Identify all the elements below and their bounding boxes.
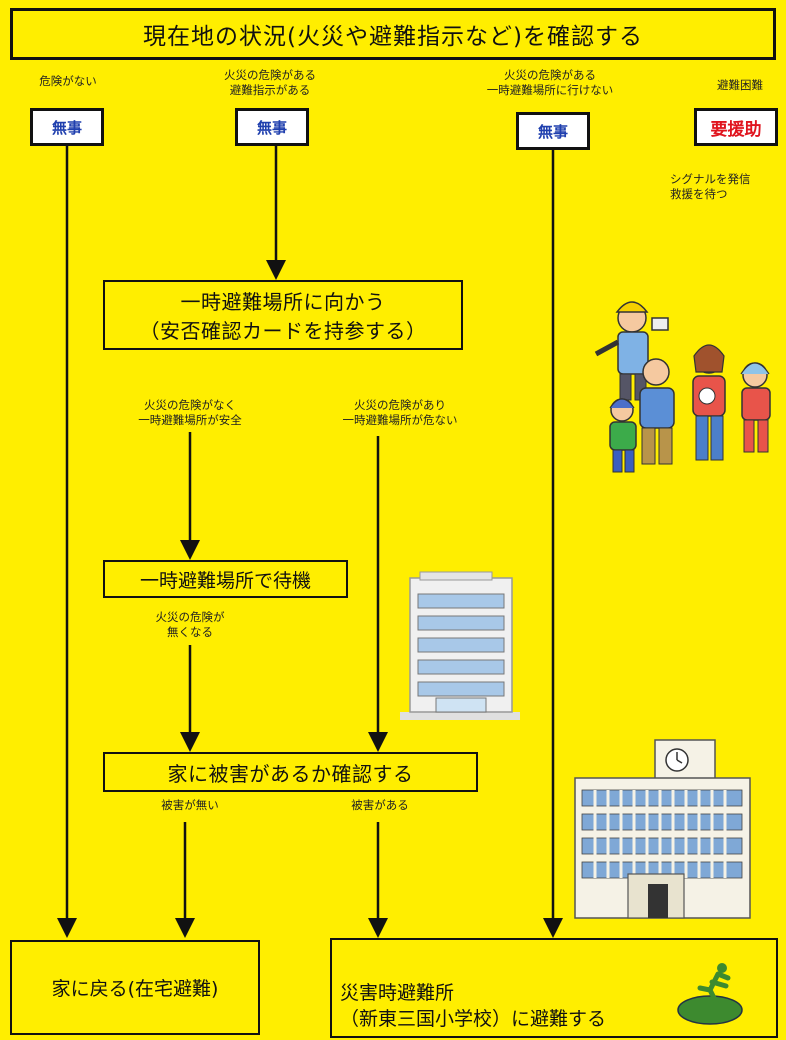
no-damage-label: 被害が無い [161,798,219,812]
step-check-home: 家に被害があるか確認する [103,752,478,792]
has-damage-label: 被害がある [351,798,409,812]
safe-badge-1: 無事 [30,108,104,146]
condition-no-danger: 危険がない [39,74,97,88]
condition-fire-cannot: 火災の危険がある 一時避難場所に行けない [486,68,614,97]
condition-fire-evac: 火災の危険がある 避難指示がある [224,68,316,97]
page-title: 現在地の状況(火災や避難指示など)を確認する [143,24,643,50]
signal-note: シグナルを発信 救援を待つ [670,172,751,201]
office-building-illustration [400,571,520,720]
fire-gone-label: 火災の危険が 無くなる [155,610,225,639]
step-go-temporary-site: 一時避難場所に向かう （安否確認カードを持参する） [103,280,463,350]
safe-badge-3: 無事 [516,112,590,150]
need-help-badge: 要援助 [694,108,778,146]
branch-danger-label: 火災の危険があり 一時避難場所が危ない [342,398,458,427]
result-home-box: 家に戻る(在宅避難) [10,940,260,1035]
safe-badge-2: 無事 [235,108,309,146]
condition-difficult: 避難困難 [717,78,763,92]
school-building-illustration [574,739,751,919]
title-box: 現在地の状況(火災や避難指示など)を確認する [10,8,776,60]
family-evacuating-illustration [594,301,771,473]
step-wait-temporary-site: 一時避難場所で待機 [103,560,348,598]
running-man-exit-icon [677,963,743,1025]
result-shelter-text: 災害時避難所 （新東三国小学校）に避難する [340,982,607,1030]
branch-safe-label: 火災の危険がなく 一時避難場所が安全 [138,398,242,427]
